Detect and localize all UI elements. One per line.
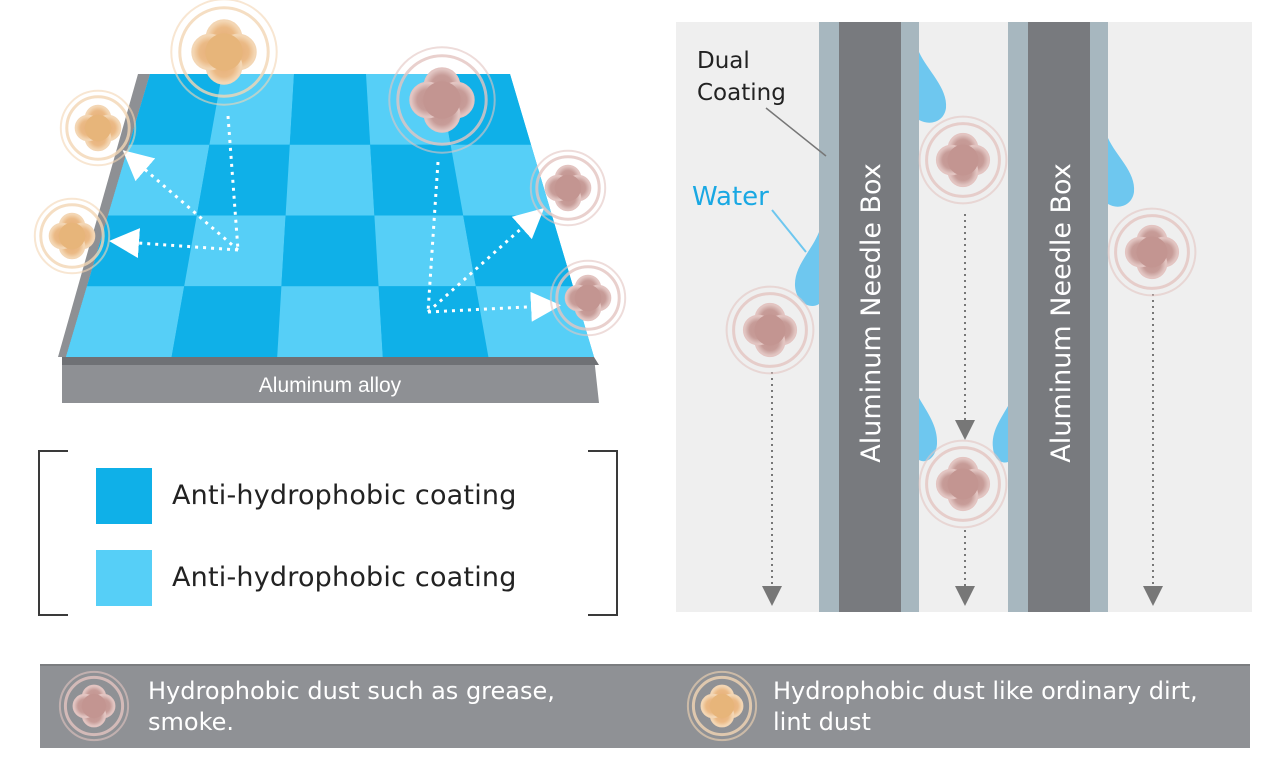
pink-dust-particle [1107,207,1197,297]
pink-dust-particle [58,670,130,742]
dual-coating-leader [765,107,827,157]
coating-tile [281,215,379,287]
dust-key-icons [58,670,758,742]
coating-strip-2b [1090,22,1108,612]
legend-bracket-left [38,450,68,616]
legend-label-1: Anti-hydrophobic coating [172,480,517,511]
dust-key-bar: Hydrophobic dust such as grease, smoke. … [40,664,1250,748]
arrow-right [427,291,561,322]
left-dust-group [33,0,627,337]
right-dust-group [725,115,1197,529]
coating-strip-1a [819,22,839,612]
legend-swatch-dark [96,468,152,524]
needle-box-label-1: Aluminum Needle Box [856,163,887,462]
coating-tile [184,215,286,287]
aluminum-alloy-label: Aluminum alloy [259,374,402,397]
orange-dust-particle [33,197,111,275]
water-drop [919,52,947,123]
coating-tile [285,144,375,216]
pink-dust-particle [529,149,607,227]
pink-dust-particle [388,46,496,154]
coating-tile [378,286,489,357]
coating-tile [209,74,294,145]
coating-tile [129,74,222,145]
water-drop [919,398,938,462]
legend-bracket-right [588,450,618,616]
coating-tile [66,286,185,357]
orange-dust-line2: lint dust [773,708,871,736]
pink-dust-particle [549,259,627,337]
coating-tile [374,215,476,287]
tile-grid [66,74,594,357]
water-drop [992,406,1008,463]
coating-tile [289,74,371,145]
legend-label-2: Anti-hydrophobic coating [172,562,517,593]
pink-dust-description: Hydrophobic dust such as grease, smoke. [148,676,555,738]
coating-tile [463,215,573,287]
pink-dust-particle [918,439,1008,529]
pink-dust-line2: smoke. [148,708,235,736]
coating-tile [450,144,552,216]
water-leader [771,209,807,253]
reflection-arrows [109,115,561,322]
arrow-left [109,228,239,259]
water-drop [1108,138,1135,207]
legend-swatch-light [96,550,152,606]
orange-dust-particle [170,0,278,106]
water-label: Water [692,182,769,212]
pink-dust-particle [725,285,815,375]
needle-box-2 [1028,22,1090,612]
dual-coating-label-line2: Coating [697,80,786,106]
pink-dust-line1: Hydrophobic dust such as grease, [148,677,555,705]
falling-arrows [762,214,1163,606]
arrow-down-2 [426,161,440,313]
coating-tile [196,144,290,216]
coating-tile [171,286,282,357]
pink-dust-particle [918,115,1008,205]
orange-dust-particle [59,89,137,167]
coating-strip-1b [901,22,919,612]
needle-box-label-2: Aluminum Needle Box [1046,163,1077,462]
coating-tile [277,286,383,357]
water-drops [794,52,1135,463]
dual-coating-label-line1: Dual [697,48,750,74]
coating-strip-2a [1008,22,1028,612]
orange-dust-line1: Hydrophobic dust like ordinary dirt, [773,677,1198,705]
needle-box-1 [839,22,901,612]
coating-tile [370,144,464,216]
arrow-up-left [122,150,239,252]
aluminum-alloy-base [62,357,599,403]
water-drop [794,232,819,306]
coating-plate [58,74,599,403]
orange-dust-description: Hydrophobic dust like ordinary dirt, lin… [773,676,1198,738]
orange-dust-particle [686,670,758,742]
